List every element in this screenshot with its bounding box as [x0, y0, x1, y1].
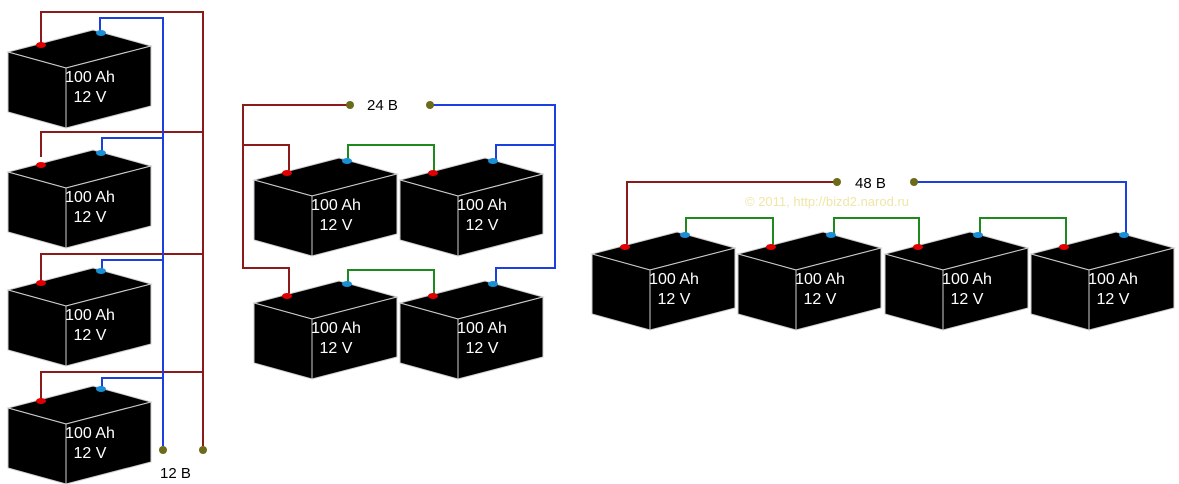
battery-capacity-label: 100 Ah: [942, 271, 992, 288]
battery-48-4: 100 Ah 12 V: [1029, 231, 1176, 331]
battery-voltage-label: 12 V: [466, 340, 499, 357]
series-positive-wiring: [626, 181, 837, 246]
voltage-label-12: 12 B: [160, 465, 191, 482]
battery-right-face: [65, 283, 152, 367]
output-terminal-negative: [159, 446, 167, 454]
output-terminal-positive: [833, 178, 841, 186]
battery-voltage-label: 12 V: [951, 291, 984, 308]
series-parallel-positive-wiring: [242, 104, 350, 295]
battery-capacity-label: 100 Ah: [795, 271, 845, 288]
negative-terminal-icon: [973, 232, 983, 238]
battery-24-bottom-left: 100 Ah 12 V: [252, 280, 399, 380]
battery-24-top-right: 100 Ah 12 V: [398, 157, 545, 257]
positive-terminal-icon: [282, 170, 292, 176]
battery-voltage-label: 12 V: [74, 89, 107, 106]
positive-terminal-icon: [766, 244, 776, 250]
series-parallel-negative-wiring: [430, 104, 556, 285]
battery-capacity-label: 100 Ah: [65, 425, 115, 442]
series-parallel-bank: 24 B: [242, 97, 556, 295]
battery-right-face: [942, 247, 1029, 331]
negative-terminal-icon: [96, 30, 106, 36]
negative-terminal-icon: [96, 386, 106, 392]
battery-left-face: [7, 407, 67, 484]
positive-terminal-icon: [428, 293, 438, 299]
positive-terminal-icon: [282, 293, 292, 299]
battery-capacity-label: 100 Ah: [65, 307, 115, 324]
battery-voltage-label: 12 V: [74, 209, 107, 226]
battery-capacity-label: 100 Ah: [649, 271, 699, 288]
negative-terminal-icon: [488, 158, 498, 164]
output-terminal-positive: [346, 101, 354, 109]
battery-capacity-label: 100 Ah: [457, 320, 507, 337]
battery-voltage-label: 12 V: [320, 217, 353, 234]
positive-terminal-icon: [36, 42, 46, 48]
battery-capacity-label: 100 Ah: [311, 320, 361, 337]
positive-terminal-icon: [1059, 244, 1069, 250]
positive-terminal-icon: [620, 244, 630, 250]
series-bank: 48 B © 2011, http://bizd2.narod.ru: [626, 175, 1127, 246]
battery-right-face: [65, 401, 152, 484]
battery-24-top-left: 100 Ah 12 V: [252, 157, 399, 257]
battery-right-face: [457, 173, 544, 257]
batteries: 100 Ah 12 V 100 Ah 12 V 100 Ah 12 V 100 Ah 12 V…: [6, 29, 1176, 484]
negative-terminal-icon: [826, 232, 836, 238]
battery-voltage-label: 12 V: [1097, 291, 1130, 308]
battery-48-2: 100 Ah 12 V: [736, 231, 883, 331]
battery-right-face: [65, 165, 152, 249]
positive-terminal-icon: [36, 398, 46, 404]
battery-capacity-label: 100 Ah: [65, 189, 115, 206]
positive-terminal-icon: [428, 170, 438, 176]
battery-voltage-label: 12 V: [466, 217, 499, 234]
battery-right-face: [795, 247, 882, 331]
battery-capacity-label: 100 Ah: [457, 197, 507, 214]
battery-48-1: 100 Ah 12 V: [590, 231, 737, 331]
battery-voltage-label: 12 V: [804, 291, 837, 308]
battery-capacity-label: 100 Ah: [65, 69, 115, 86]
battery-24-bottom-right: 100 Ah 12 V: [398, 280, 545, 380]
voltage-label-48: 48 B: [855, 175, 886, 192]
negative-terminal-icon: [96, 268, 106, 274]
parallel-positive-wiring: [40, 11, 204, 446]
battery-voltage-label: 12 V: [74, 445, 107, 462]
series-negative-wiring: [914, 181, 1127, 236]
battery-voltage-label: 12 V: [74, 327, 107, 344]
battery-right-face: [65, 45, 152, 129]
series-link-wiring: [685, 217, 1067, 246]
battery-parallel-3: 100 Ah 12 V: [6, 267, 153, 367]
copyright-watermark: © 2011, http://bizd2.narod.ru: [745, 194, 909, 209]
battery-parallel-4: 100 Ah 12 V: [6, 385, 153, 484]
battery-capacity-label: 100 Ah: [1088, 271, 1138, 288]
negative-terminal-icon: [680, 232, 690, 238]
battery-right-face: [649, 247, 736, 331]
output-terminal-negative: [910, 178, 918, 186]
negative-terminal-icon: [342, 158, 352, 164]
positive-terminal-icon: [913, 244, 923, 250]
battery-voltage-label: 12 V: [320, 340, 353, 357]
battery-parallel-1: 100 Ah 12 V: [6, 29, 153, 129]
voltage-label-24: 24 B: [367, 97, 398, 114]
parallel-negative-wiring: [99, 17, 164, 446]
parallel-bank: 12 B: [40, 11, 207, 482]
battery-right-face: [1088, 247, 1175, 331]
battery-voltage-label: 12 V: [658, 291, 691, 308]
negative-terminal-icon: [1119, 232, 1129, 238]
negative-terminal-icon: [488, 281, 498, 287]
battery-parallel-2: 100 Ah 12 V: [6, 149, 153, 249]
positive-terminal-icon: [36, 280, 46, 286]
battery-48-3: 100 Ah 12 V: [883, 231, 1030, 331]
output-terminal-positive: [199, 446, 207, 454]
battery-right-face: [311, 296, 398, 380]
battery-right-face: [311, 173, 398, 257]
battery-right-face: [457, 296, 544, 380]
battery-capacity-label: 100 Ah: [311, 197, 361, 214]
series-parallel-link-wiring: [347, 144, 435, 295]
negative-terminal-icon: [342, 281, 352, 287]
output-terminal-negative: [426, 101, 434, 109]
positive-terminal-icon: [36, 162, 46, 168]
negative-terminal-icon: [96, 150, 106, 156]
